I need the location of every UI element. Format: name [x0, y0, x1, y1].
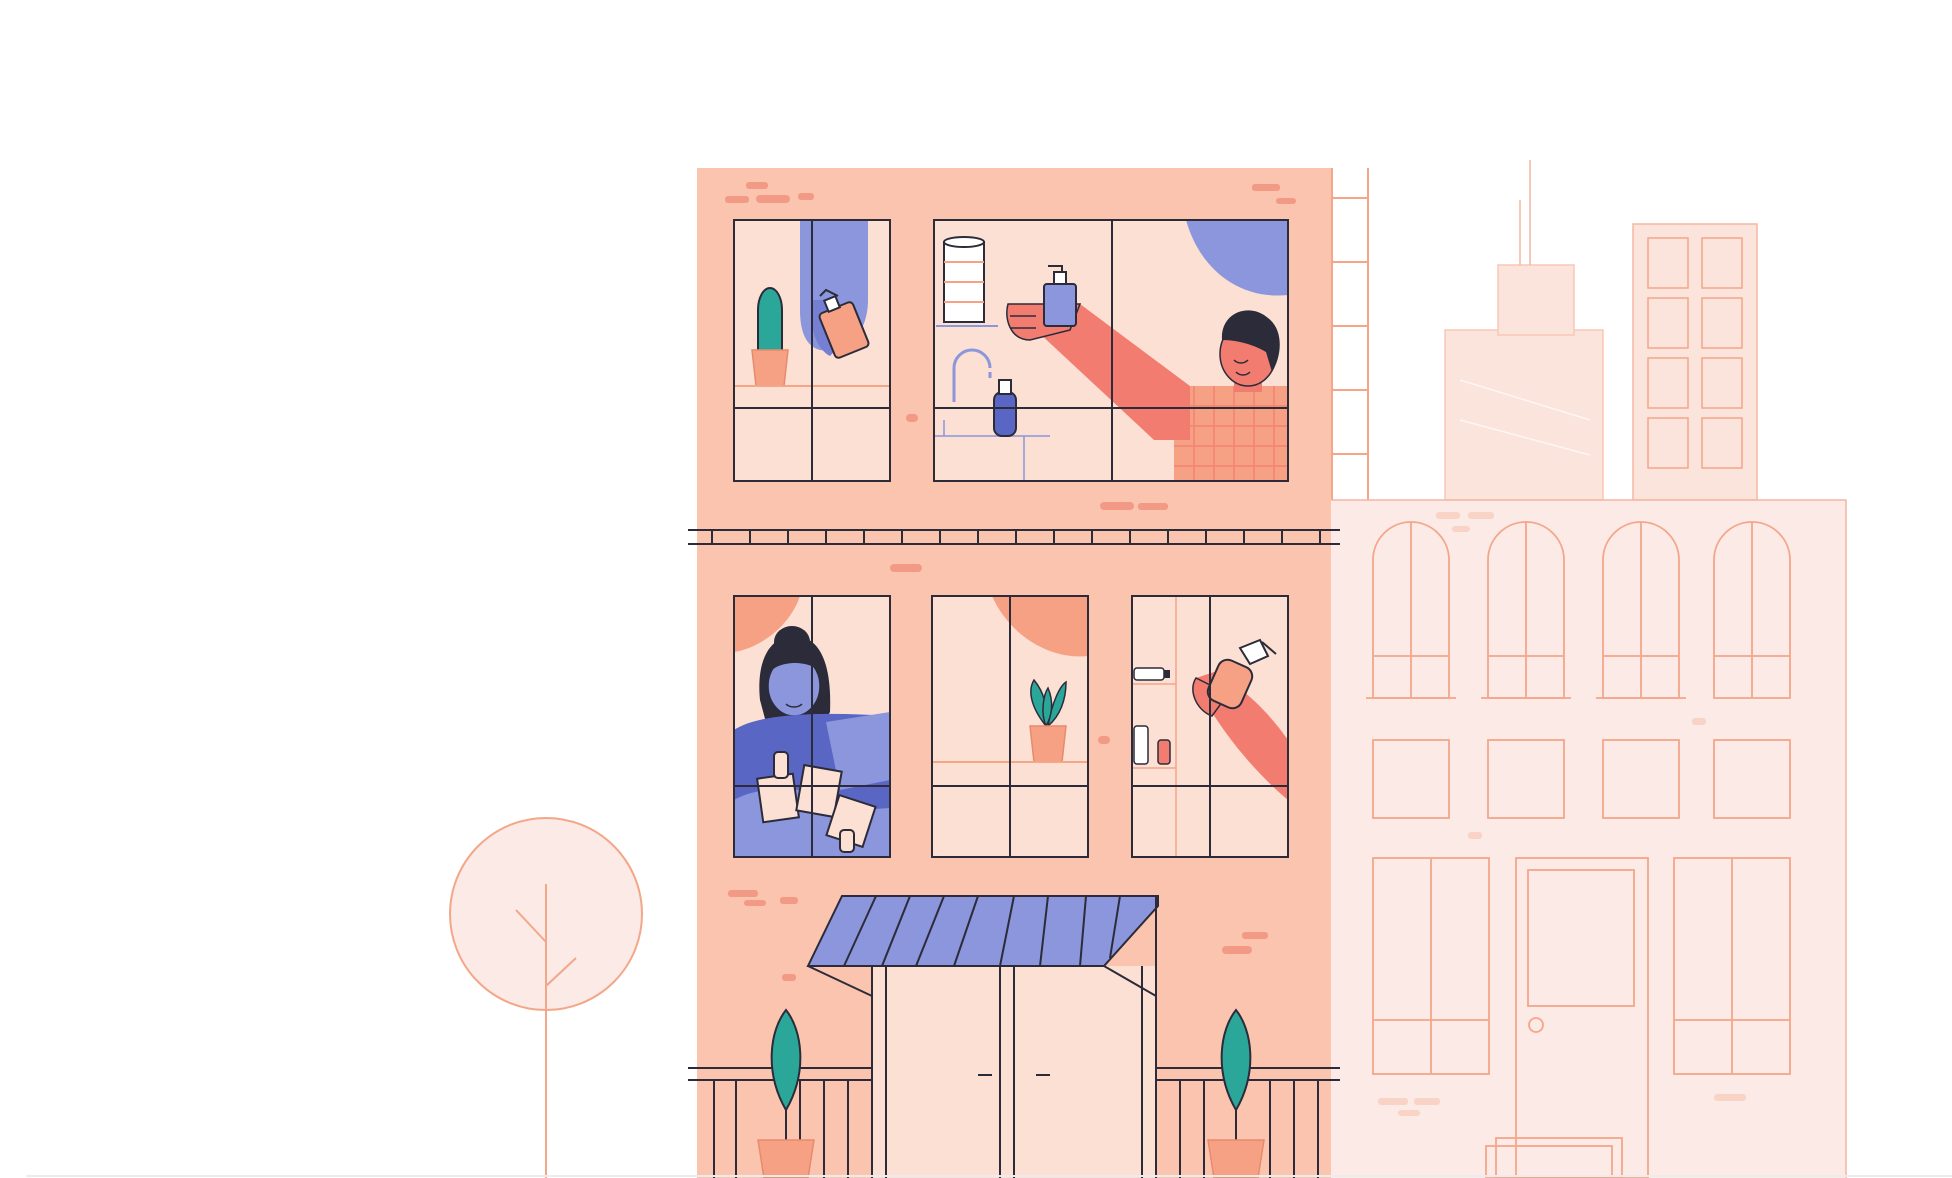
window-lower-right — [1131, 595, 1289, 858]
fire-escape-ladder — [1331, 168, 1369, 500]
plant-icon — [1029, 678, 1067, 763]
window-upper-right — [933, 219, 1289, 482]
background-tall-building — [1632, 223, 1758, 501]
background-tower — [1444, 160, 1604, 501]
topiary-right — [1207, 1008, 1265, 1178]
bottles-icon — [1133, 667, 1171, 765]
window-lower-middle — [931, 595, 1089, 858]
background-townhouse — [1329, 499, 1847, 1178]
window-lower-left — [733, 595, 891, 858]
man-head — [1219, 310, 1280, 392]
paper-rolls-icon — [755, 751, 877, 853]
spray-bottle-icon — [1206, 638, 1277, 710]
topiary-left — [757, 1008, 815, 1178]
faucet-icon — [952, 348, 992, 402]
soap-bottle-icon — [818, 288, 870, 359]
awning — [806, 895, 1159, 1178]
hand-soap-icon — [1043, 265, 1077, 327]
entrance — [806, 895, 1159, 1178]
window-upper-left — [733, 219, 891, 482]
tree — [449, 817, 643, 1178]
cactus-icon — [751, 287, 789, 387]
dish-soap-icon — [993, 379, 1017, 437]
paper-towel-icon — [936, 236, 998, 327]
